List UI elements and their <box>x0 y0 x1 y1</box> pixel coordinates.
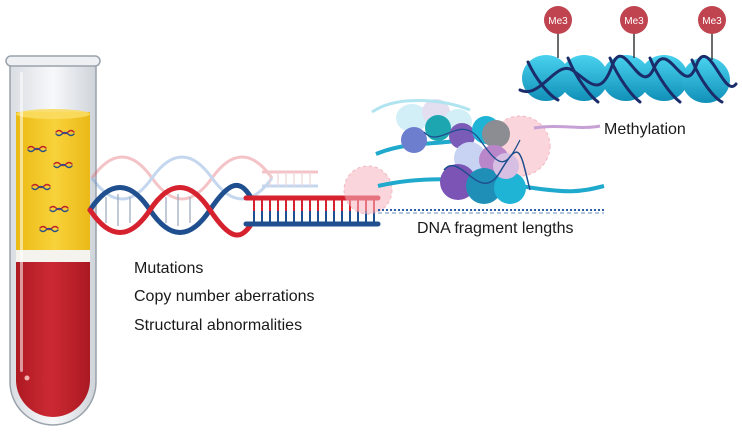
svg-text:Me3: Me3 <box>548 16 568 27</box>
structural-abnormalities-label: Structural abnormalities <box>134 317 303 334</box>
methyl-mark-2: Me3 <box>698 6 726 34</box>
buffy-coat-layer <box>16 250 90 262</box>
cfdna-fragments-icon <box>27 129 75 233</box>
dna-double-helix <box>87 182 381 238</box>
copy-number-aberrations-label: Copy number aberrations <box>134 288 315 305</box>
methyl-mark-0: Me3 <box>544 6 572 34</box>
methylated-nucleosome-array: Me3 Me3 Me3 <box>518 6 738 104</box>
methyl-mark-pins <box>557 30 713 60</box>
svg-text:Me3: Me3 <box>702 16 722 27</box>
mutations-label: Mutations <box>134 260 204 277</box>
svg-text:Me3: Me3 <box>624 16 644 27</box>
nucleosome-fragment-cluster <box>343 99 605 215</box>
plasma-layer <box>16 112 90 258</box>
methylation-label: Methylation <box>604 121 686 138</box>
fragment-lengths-label: DNA fragment lengths <box>417 220 574 237</box>
faded-dna-helix <box>90 155 318 201</box>
blood-collection-tube <box>5 55 101 426</box>
methyl-mark-1: Me3 <box>620 6 648 34</box>
red-blood-cell-layer <box>16 262 90 417</box>
